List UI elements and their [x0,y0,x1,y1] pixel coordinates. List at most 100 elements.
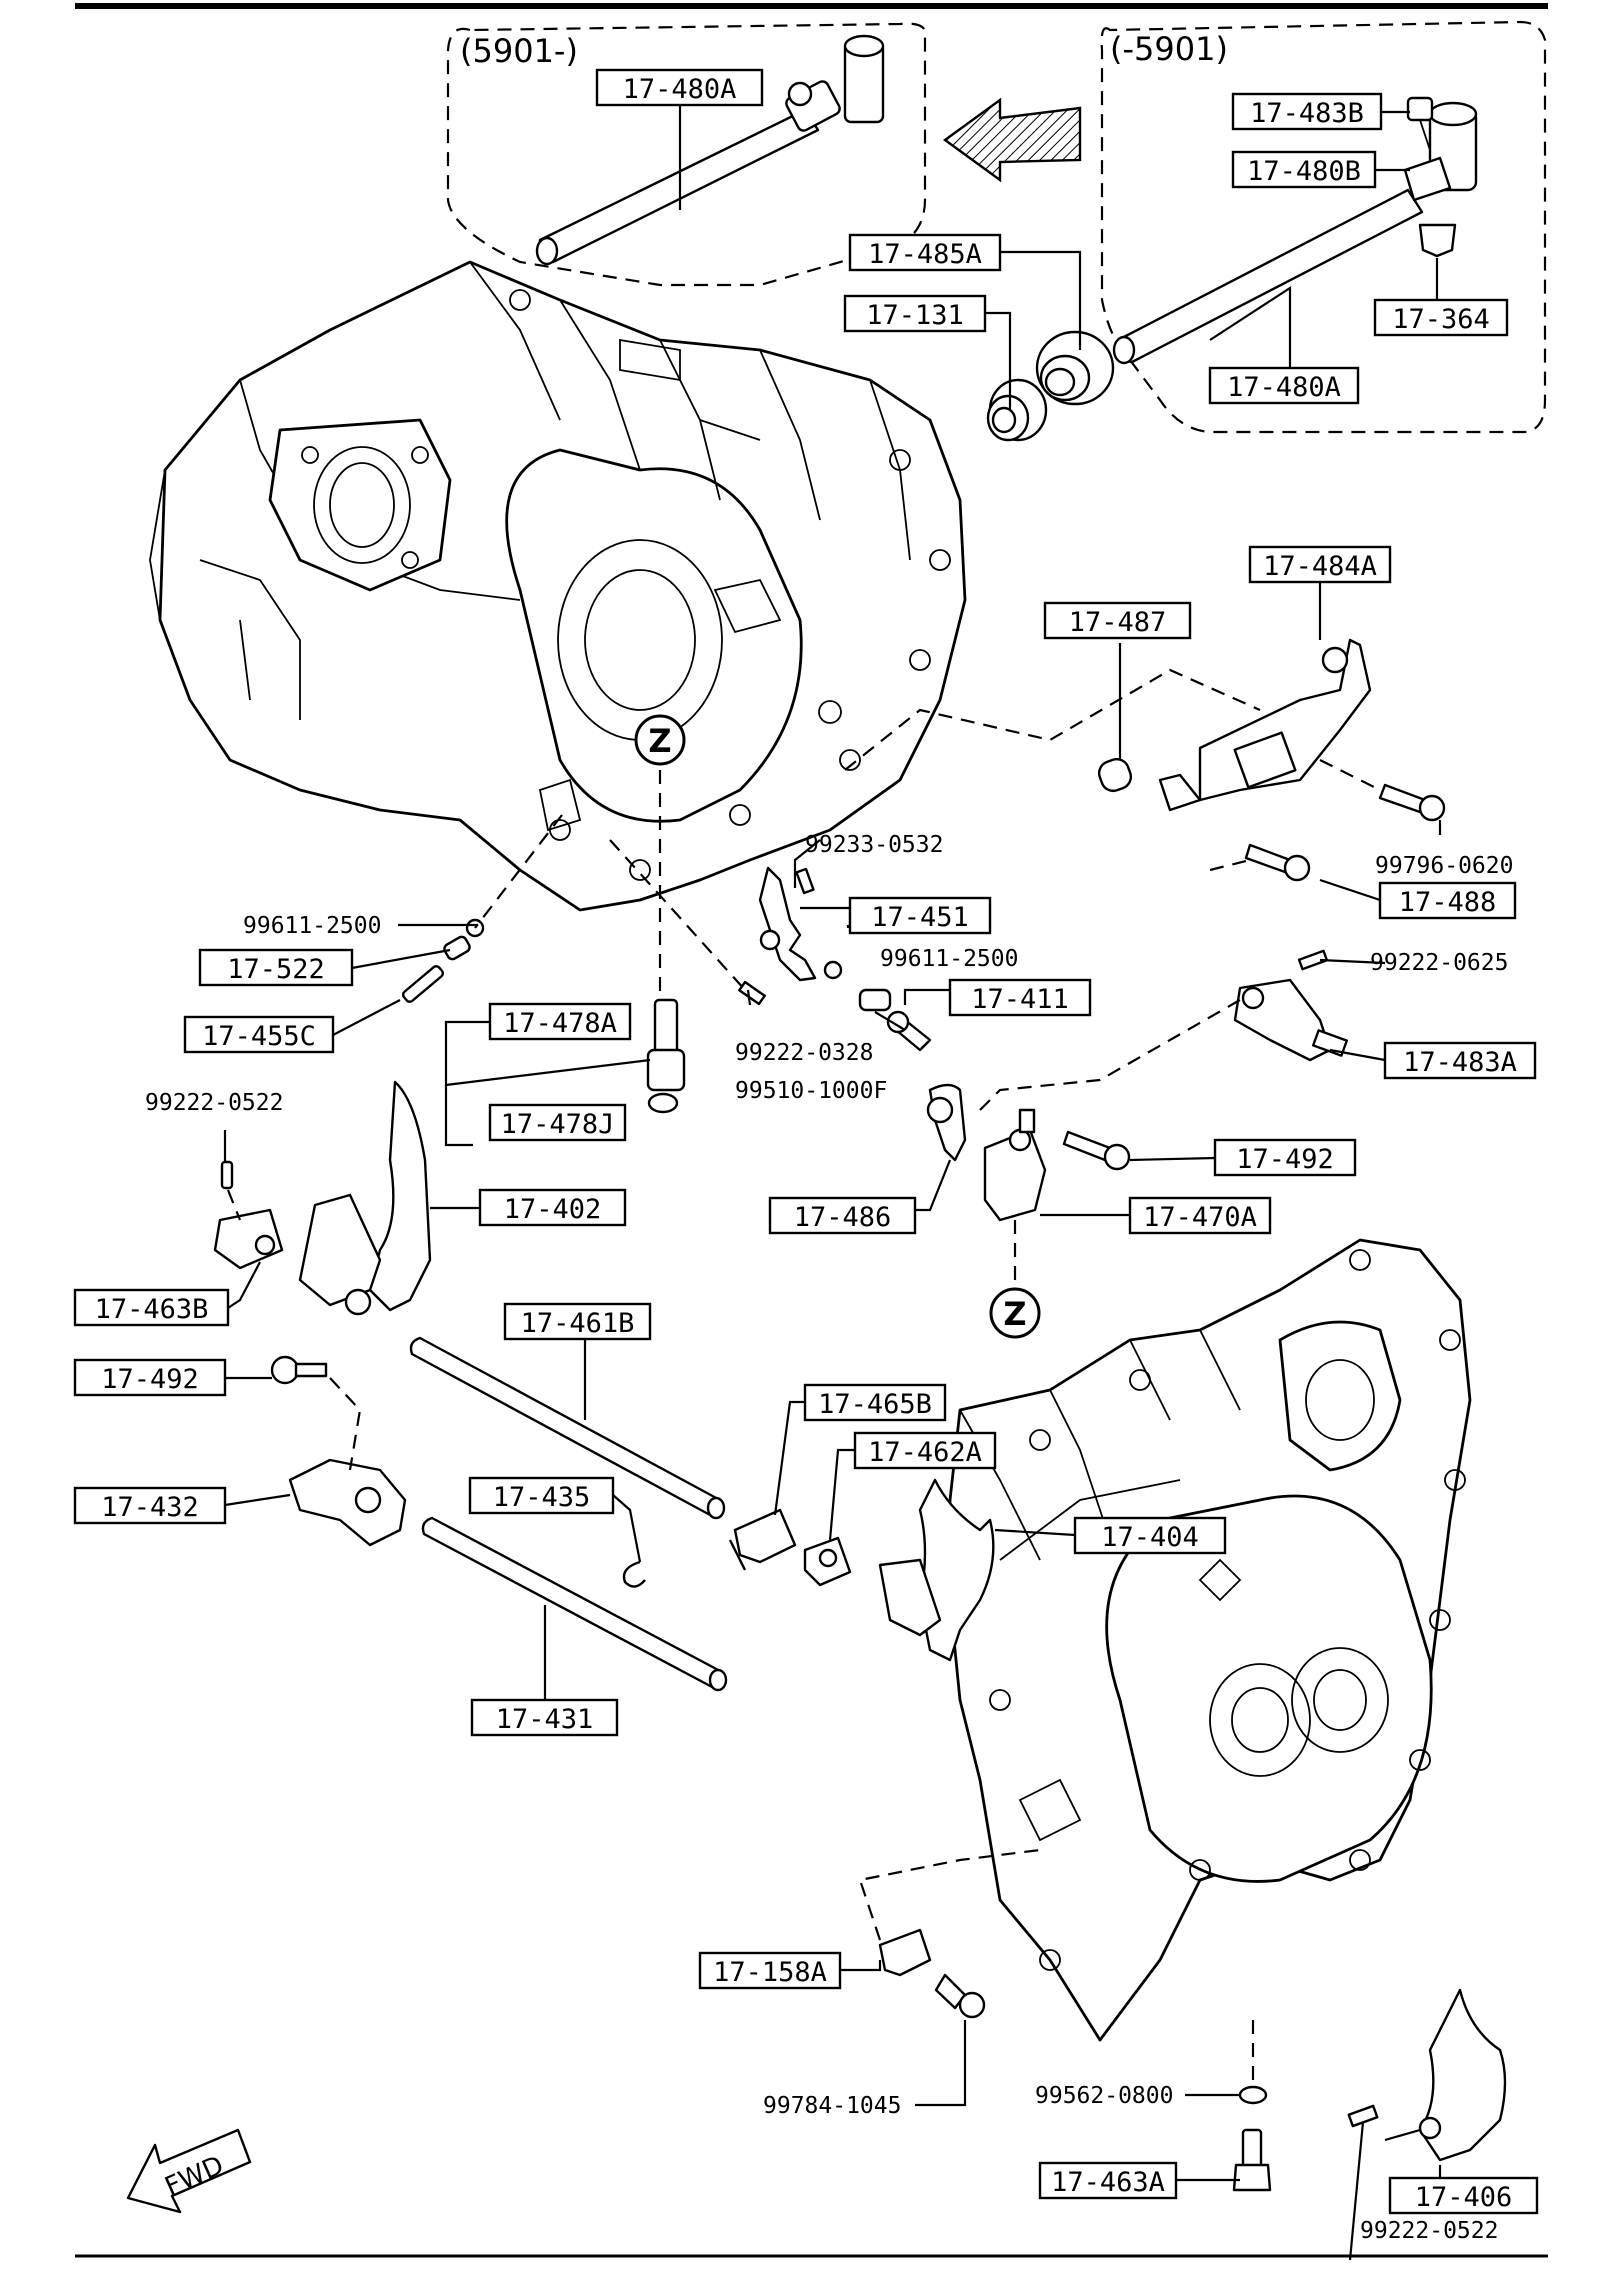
svg-text:17-478A: 17-478A [503,1008,617,1039]
svg-text:17-404: 17-404 [1101,1522,1199,1553]
control-case-plate [1158,638,1372,812]
callout-17-492-left: 17-492 [73,1358,227,1397]
rod-17-431 [421,1516,728,1692]
pin-17-455C [401,965,445,1003]
pin-99222-0522-bottom [1347,2104,1379,2128]
svg-text:17-483A: 17-483A [1403,1047,1517,1078]
pin-99222-0625 [1297,949,1329,971]
svg-text:17-485A: 17-485A [868,239,982,270]
shift-rod-later-group [535,34,885,266]
callout-17-462A: 17-462A [853,1431,997,1470]
clip-17-435 [622,1560,646,1588]
forward-direction-arrow: FWD [126,2128,252,2214]
callout-17-451: 17-451 [848,896,992,935]
pin-99222-0328 [738,980,766,1006]
connection-lines [226,668,1381,2085]
svg-text:17-492: 17-492 [1236,1144,1334,1175]
svg-text:17-435: 17-435 [493,1482,591,1513]
svg-text:17-492: 17-492 [101,1364,199,1395]
svg-text:17-483B: 17-483B [1250,98,1364,129]
oil-seal [1035,330,1115,406]
callout-17-488: 17-488 [1378,881,1517,920]
part-number-99796-0620: 99796-0620 [1375,853,1513,879]
callout-17-435: 17-435 [468,1476,615,1515]
part-number-99222-0522-left: 99222-0522 [145,1090,283,1116]
callout-17-432: 17-432 [73,1486,227,1525]
part-number-99562-0800: 99562-0800 [1035,2083,1173,2109]
variant-label-earlier: (-5901) [1110,30,1228,68]
bolt-99510 [886,1010,932,1052]
bushing [986,378,1048,442]
svg-text:17-488: 17-488 [1399,887,1497,918]
callout-17-522: 17-522 [198,948,354,987]
svg-text:17-470A: 17-470A [1143,1202,1257,1233]
part-number-99233-0532: 99233-0532 [805,832,943,858]
part-number-99222-0328: 99222-0328 [735,1040,873,1066]
callout-17-463A: 17-463A [1038,2161,1178,2200]
callout-17-484A: 17-484A [1248,545,1392,584]
callout-17-455C: 17-455C [183,1015,335,1054]
callout-17-487: 17-487 [1043,601,1192,640]
bolt-17-488 [1244,843,1311,882]
svg-text:17-487: 17-487 [1069,607,1167,638]
callout-17-478J: 17-478J [488,1103,627,1142]
part-number-99222-0625: 99222-0625 [1370,950,1508,976]
svg-text:17-463A: 17-463A [1051,2167,1165,2198]
ball-mid [823,960,843,980]
callout-17-478A: 17-478A [488,1002,632,1041]
block-17-465B [728,1508,797,1571]
part-number-99784-1045: 99784-1045 [763,2093,901,2119]
svg-text:17-478J: 17-478J [501,1109,615,1140]
variant-group-later: (5901-) [446,22,927,287]
svg-text:17-455C: 17-455C [202,1021,316,1052]
part-number-99611-2500-mid: 99611-2500 [880,946,1018,972]
svg-text:17-406: 17-406 [1415,2182,1513,2213]
callout-17-406: 17-406 [1388,2176,1539,2215]
svg-text:17-158A: 17-158A [713,1957,827,1988]
lever-17-432 [288,1458,407,1547]
svg-text:17-484A: 17-484A [1263,551,1377,582]
svg-text:17-465B: 17-465B [818,1389,932,1420]
svg-text:17-461B: 17-461B [521,1308,635,1339]
callout-17-483A: 17-483A [1383,1041,1537,1080]
svg-text:17-364: 17-364 [1392,304,1490,335]
lever-17-486 [926,1083,967,1162]
bolt-17-492-top [1062,1130,1131,1171]
svg-text:17-463B: 17-463B [95,1294,209,1325]
shift-fork-17-402 [298,1080,432,1316]
svg-text:17-432: 17-432 [101,1492,199,1523]
callout-17-404: 17-404 [1073,1516,1227,1555]
shift-rod-earlier-group [1112,96,1478,365]
svg-text:17-402: 17-402 [504,1194,602,1225]
spring-17-411 [858,988,892,1012]
shift-fork-17-406 [1418,1988,1507,2162]
svg-text:17-431: 17-431 [496,1704,594,1735]
svg-text:17-411: 17-411 [971,984,1069,1015]
joint-17-470A [983,1108,1047,1222]
plunger-17-478A [646,998,686,1114]
svg-text:17-131: 17-131 [866,300,964,331]
callout-17-411: 17-411 [948,978,1092,1017]
bushing-small [1097,757,1133,793]
variant-group-earlier: (-5901) [1100,20,1547,434]
callout-17-461B: 17-461B [503,1302,652,1341]
reference-marker-top-letter: Z [648,722,671,760]
callout-17-480B: 17-480B [1231,150,1377,189]
callout-17-470A: 17-470A [1128,1196,1272,1235]
callout-17-364: 17-364 [1373,298,1509,337]
callout-17-465B: 17-465B [803,1383,947,1422]
pin-99222-0522-left [220,1160,234,1190]
bolt-99784 [934,1973,986,2019]
leader-lines [223,105,1442,2261]
callout-17-463B: 17-463B [73,1288,230,1327]
part-number-99611-2500-left: 99611-2500 [243,913,381,939]
callout-17-402: 17-402 [478,1188,627,1227]
svg-text:17-486: 17-486 [794,1202,892,1233]
variant-label-later: (5901-) [460,32,578,70]
washer-99562 [1238,2085,1268,2105]
bracket-17-158A [878,1928,932,1977]
assembly-direction-arrow [942,97,1082,183]
lever-17-451 [758,866,817,982]
rod-17-461B [409,1336,726,1520]
